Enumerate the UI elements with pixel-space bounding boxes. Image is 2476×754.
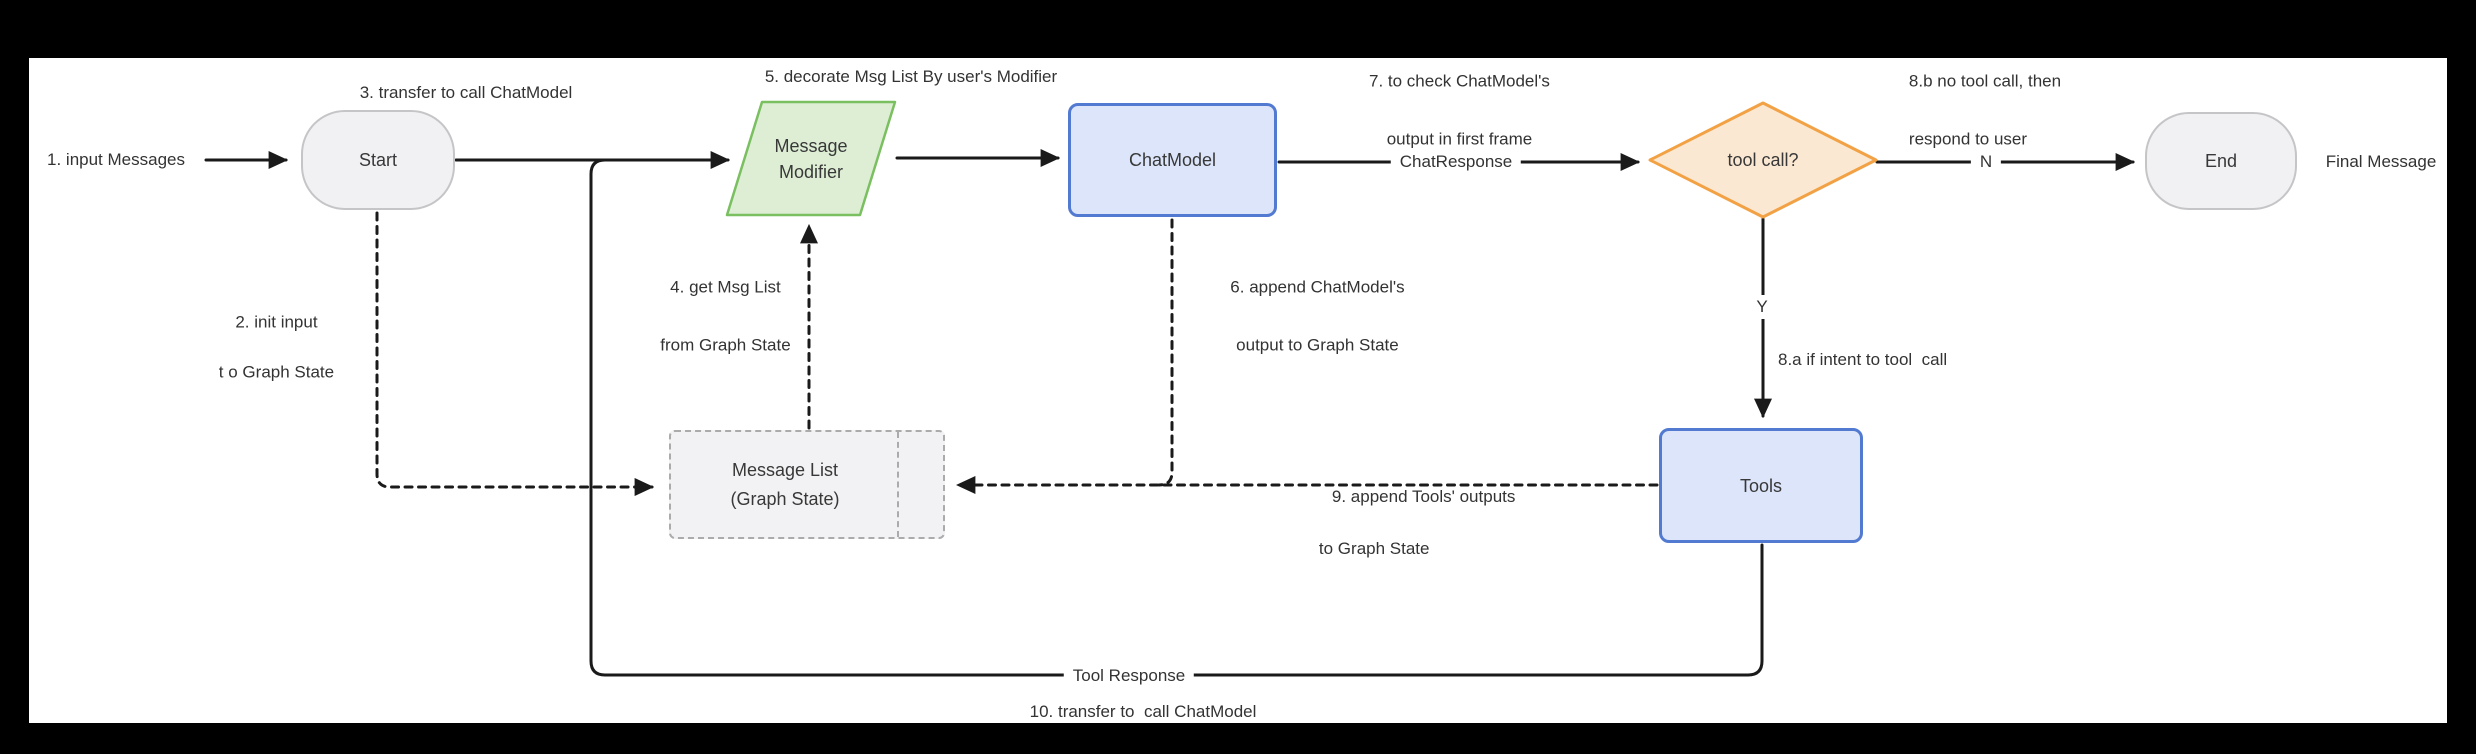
node-end-label: End — [2204, 151, 2238, 171]
label-chat-response: ChatResponse — [1390, 150, 1522, 174]
label-append-tools-line1: 9. append Tools' outputs — [1331, 487, 1516, 506]
message-modifier-line1: Message — [774, 136, 848, 156]
label-init-input-line1: 2. init input — [235, 312, 318, 332]
label-branch-y: Y — [1747, 295, 1777, 319]
edge-chatmodel-to-messagelist — [1157, 218, 1174, 487]
label-init-input-line2: t o Graph State — [218, 362, 335, 382]
label-get-msg-line2: from Graph State — [660, 335, 791, 355]
node-tools-label: Tools — [1739, 475, 1783, 496]
edge-start-to-messagelist — [375, 211, 655, 496]
node-start: Start — [301, 110, 455, 210]
label-final-message: Final Message — [2325, 152, 2437, 171]
label-input-messages: 1. input Messages — [47, 150, 185, 169]
label-transfer-to-chatmodel: 3. transfer to call ChatModel — [359, 83, 573, 102]
label-init-input: 2. init input t o Graph State — [200, 285, 334, 410]
label-tool-response: Tool Response — [1063, 664, 1195, 688]
label-append-tools-line2: to Graph State — [1318, 539, 1430, 558]
label-no-tool-call-line1: 8.b no tool call, then — [1908, 71, 2062, 91]
node-end: End — [2145, 112, 2297, 210]
tool-call-text: tool call? — [1727, 150, 1799, 170]
node-tool-call-label: tool call? — [1688, 132, 1838, 188]
label-transfer-10: 10. transfer to call ChatModel — [1029, 702, 1257, 721]
message-modifier-line2: Modifier — [778, 162, 844, 182]
edge-tools-loop-to-modifier — [589, 158, 1764, 677]
message-list-divider — [897, 432, 899, 537]
node-chatmodel: ChatModel — [1068, 103, 1277, 217]
label-no-tool-call-line2: respond to user — [1908, 129, 2028, 149]
node-message-list: Message List (Graph State) — [669, 430, 945, 539]
node-chatmodel-label: ChatModel — [1128, 150, 1217, 170]
message-list-line2: (Graph State) — [730, 488, 840, 509]
label-get-msg-list: 4. get Msg List from Graph State — [641, 244, 790, 389]
label-decorate-msg: 5. decorate Msg List By user's Modifier — [764, 67, 1058, 86]
message-modifier-shape — [725, 100, 897, 217]
node-tools: Tools — [1659, 428, 1863, 543]
label-get-msg-line1: 4. get Msg List — [670, 277, 781, 297]
label-append-chatmodel-line1: 6. append ChatModel's — [1230, 277, 1405, 297]
label-no-tool-call: 8.b no tool call, then respond to user — [1890, 38, 2061, 183]
node-start-label: Start — [358, 150, 397, 170]
label-append-tools: 9. append Tools' outputs to Graph State — [1300, 458, 1515, 588]
label-check-output: 7. to check ChatModel's output in first … — [1350, 38, 1550, 183]
label-intent-tool-call: 8.a if intent to tool call — [1778, 350, 1948, 369]
label-append-chatmodel: 6. append ChatModel's output to Graph St… — [1211, 244, 1404, 389]
node-message-modifier-label: Message Modifier — [736, 130, 886, 188]
tool-call-diamond-shape — [1648, 101, 1878, 219]
message-list-line1: Message List — [731, 459, 839, 480]
label-branch-n: N — [1970, 150, 2002, 174]
label-append-chatmodel-line2: output to Graph State — [1236, 335, 1399, 355]
label-check-output-line2: output in first frame — [1386, 129, 1533, 149]
message-list-label: Message List (Graph State) — [671, 432, 899, 537]
label-check-output-line1: 7. to check ChatModel's — [1369, 71, 1550, 91]
